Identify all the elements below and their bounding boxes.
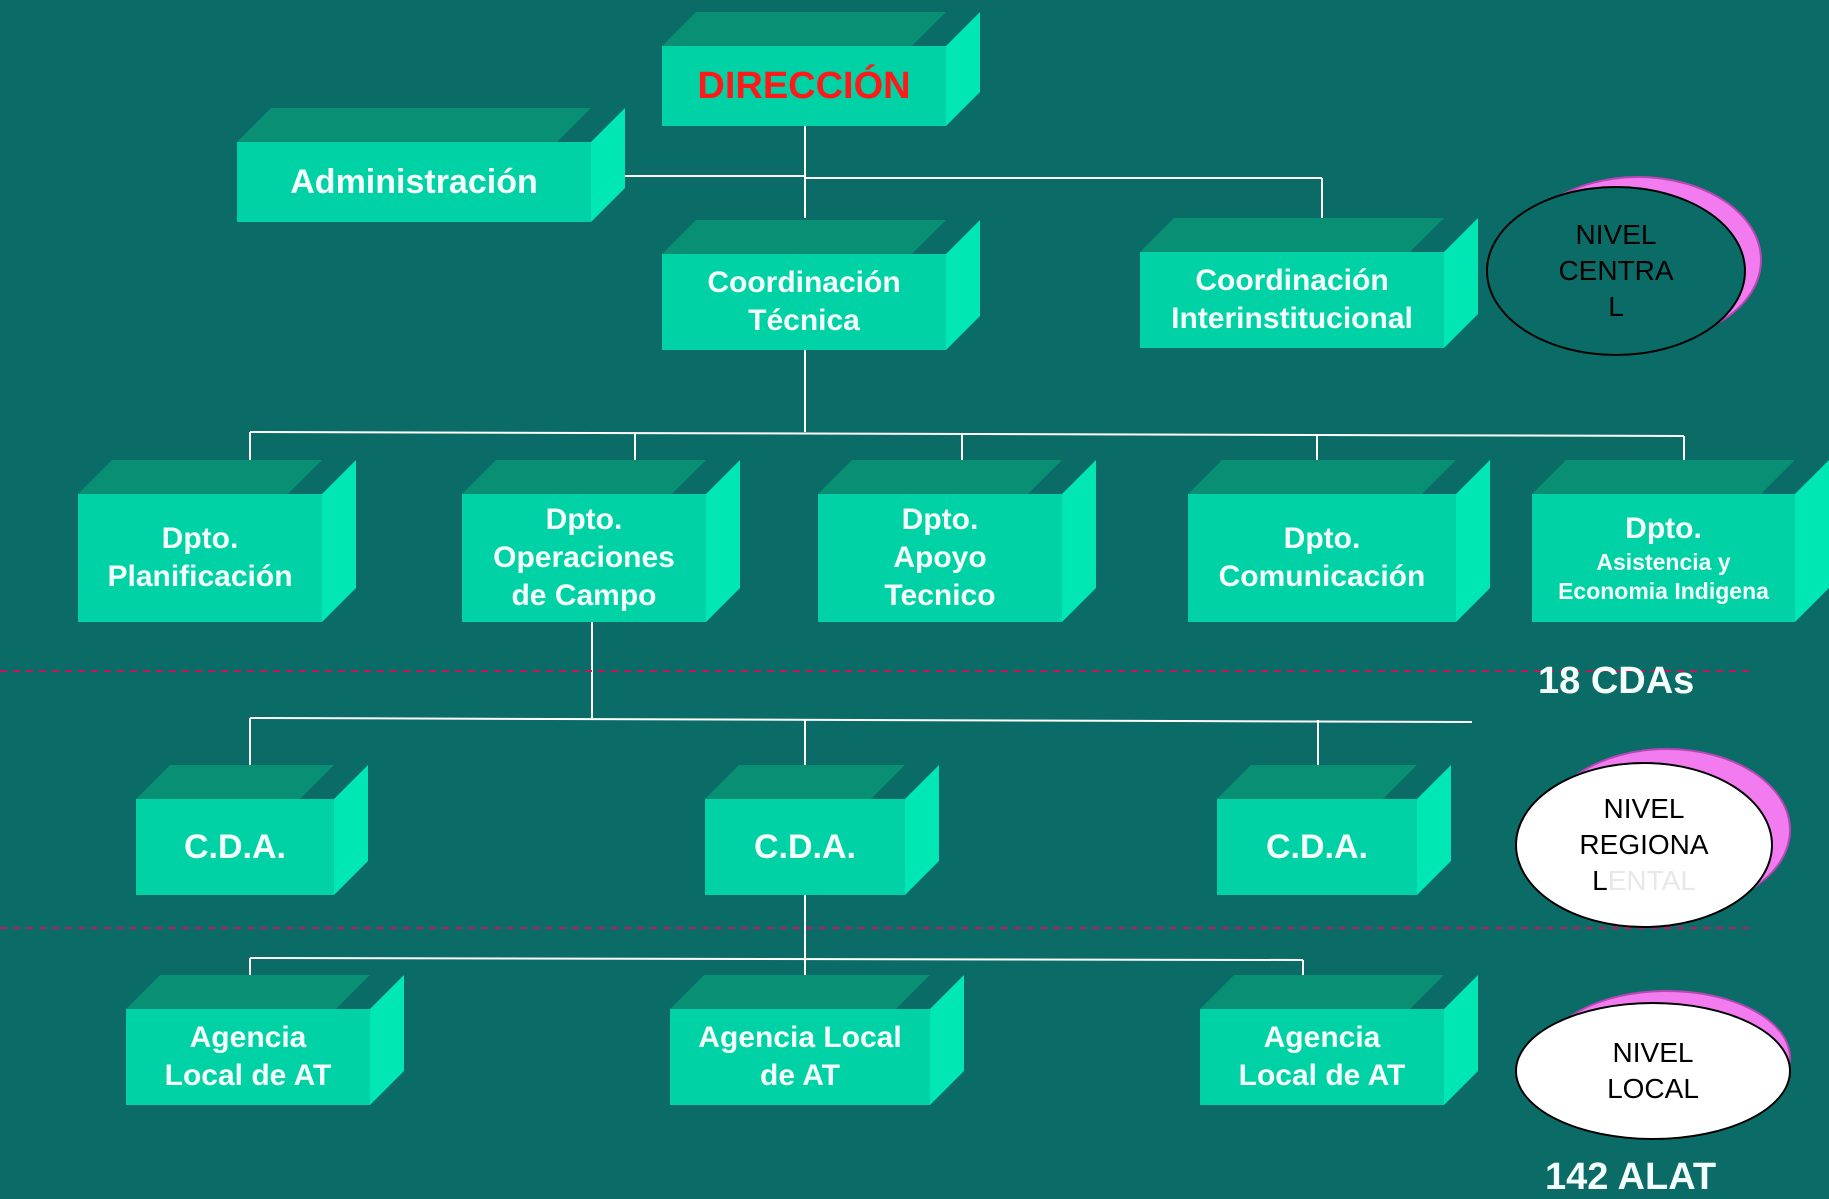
level-regional-line-1: NIVEL (1603, 793, 1685, 824)
level-central-line-1: NIVEL (1575, 219, 1657, 250)
level-regional-line-2: REGIONA (1579, 829, 1709, 860)
box-direccion: DIRECCIÓN (662, 12, 980, 126)
dpto-operaciones-line-1: Dpto. (545, 503, 623, 536)
box-agencia-1: Agencia Local de AT (126, 975, 404, 1105)
box-cda-1: C.D.A. (136, 765, 368, 895)
dpto-apoyo-line-1: Dpto. (901, 503, 979, 536)
coord-inter-line-2: Interinstitucional (1171, 302, 1413, 335)
dpto-asistencia-line-3: Economia Indigena (1558, 578, 1769, 604)
dpto-operaciones-line-3: de Campo (511, 579, 657, 612)
level-local-line-2: LOCAL (1607, 1073, 1699, 1104)
box-dpto-apoyo: Dpto. Apoyo Tecnico (818, 460, 1096, 622)
administracion-label: Administración (290, 163, 538, 201)
dpto-comunicacion-line-1: Dpto. (1283, 522, 1361, 555)
dpto-planificacion-line-2: Planificación (107, 560, 293, 593)
box-dpto-comunicacion: Dpto. Comunicación (1188, 460, 1490, 622)
level-central-line-2: CENTRA (1558, 255, 1674, 286)
cda-2-label: C.D.A. (754, 828, 856, 866)
agencia-3-line-1: Agencia (1263, 1021, 1381, 1054)
box-cda-2: C.D.A. (705, 765, 939, 895)
dpto-asistencia-line-2: Asistencia y (1596, 549, 1731, 575)
dpto-operaciones-line-2: Operaciones (493, 541, 675, 574)
cda-1-label: C.D.A. (184, 828, 286, 866)
dpto-asistencia-line-1: Dpto. (1625, 512, 1702, 545)
agencia-2-line-2: de AT (760, 1059, 840, 1092)
agencia-1-line-1: Agencia (189, 1021, 307, 1054)
box-agencia-2: Agencia Local de AT (670, 975, 964, 1105)
agencia-1-line-2: Local de AT (164, 1059, 332, 1092)
coord-tecnica-line-2: Técnica (748, 304, 860, 337)
level-central: NIVEL CENTRA L (1486, 172, 1762, 356)
box-dpto-asistencia: Dpto. Asistencia y Economia Indigena (1532, 460, 1829, 622)
dpto-comunicacion-line-2: Comunicación (1218, 560, 1426, 593)
level-local: NIVEL LOCAL (1515, 990, 1791, 1140)
dpto-apoyo-line-3: Tecnico (884, 579, 996, 612)
box-agencia-3: Agencia Local de AT (1200, 975, 1478, 1105)
stat-alat: 142 ALAT (1545, 1156, 1717, 1198)
box-dpto-operaciones: Dpto. Operaciones de Campo (462, 460, 740, 622)
box-coordinacion-interinstitucional: Coordinación Interinstitucional (1140, 218, 1478, 348)
cda-3-label: C.D.A. (1266, 828, 1368, 866)
box-coordinacion-tecnica: Coordinación Técnica (662, 220, 980, 350)
coord-inter-line-1: Coordinación (1195, 264, 1389, 297)
box-dpto-planificacion: Dpto. Planificación (78, 460, 356, 622)
coord-tecnica-line-1: Coordinación (707, 266, 901, 299)
direccion-label: DIRECCIÓN (697, 65, 911, 107)
dpto-planificacion-line-1: Dpto. (161, 522, 239, 555)
agencia-3-line-2: Local de AT (1238, 1059, 1406, 1092)
box-cda-3: C.D.A. (1217, 765, 1451, 895)
dpto-apoyo-line-2: Apoyo (893, 541, 987, 574)
box-administracion: Administración (237, 108, 625, 222)
stat-cdas: 18 CDAs (1538, 660, 1695, 702)
level-regional: NIVEL REGIONA LENTAL (1515, 748, 1791, 928)
level-regional-line-3: LENTAL (1592, 865, 1696, 896)
level-central-line-3: L (1608, 291, 1624, 322)
level-local-line-1: NIVEL (1612, 1037, 1694, 1068)
agencia-2-line-1: Agencia Local (698, 1021, 902, 1054)
